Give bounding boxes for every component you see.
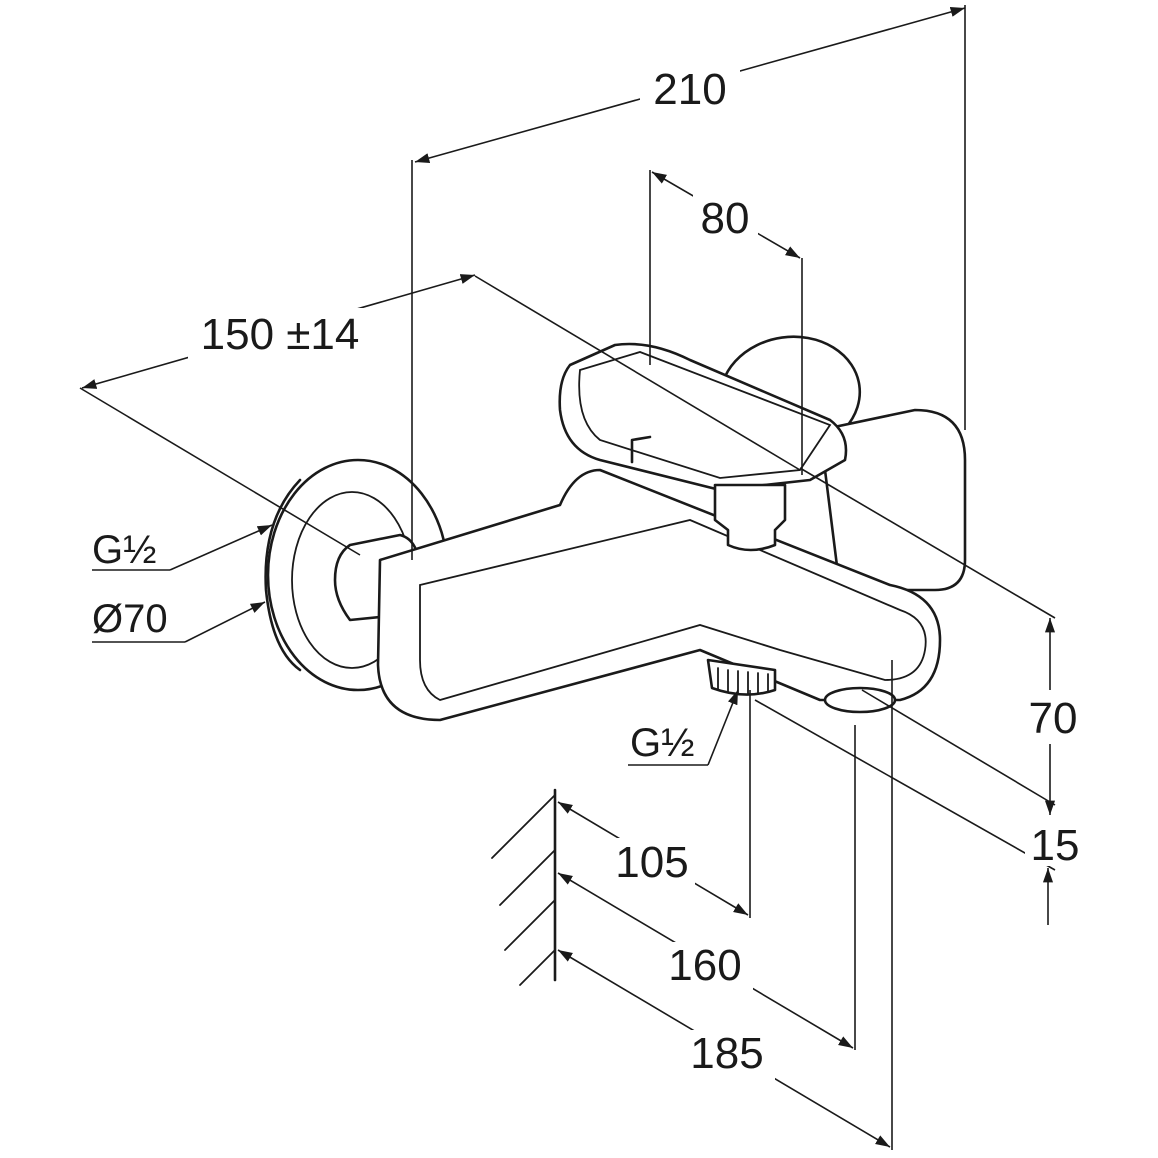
leader-inlet-thread [92, 524, 273, 571]
label-80: 80 [701, 194, 750, 243]
outlet-thread-lines [717, 667, 769, 695]
label-150: 150 ±14 [201, 310, 360, 359]
leader-rosette-diameter [92, 601, 266, 643]
dimension-160 [557, 725, 856, 1050]
faucet-body [264, 335, 967, 722]
label-160: 160 [668, 941, 741, 990]
left-rosette-rim [264, 478, 302, 672]
lever-slot [630, 435, 652, 464]
spout-outlet [823, 686, 897, 714]
main-body [376, 468, 942, 722]
dimension-70-15 [754, 467, 1056, 925]
lever-stem [713, 483, 787, 552]
label-outlet-thread: G½ [630, 721, 694, 765]
label-rosette-diameter: Ø70 [92, 597, 168, 641]
label-70: 70 [1029, 694, 1078, 743]
label-105: 105 [615, 838, 688, 887]
main-body-face [419, 519, 927, 701]
label-inlet-thread: G½ [92, 528, 156, 572]
label-210: 210 [653, 65, 726, 114]
label-15: 15 [1031, 821, 1080, 870]
leader-outlet-thread [628, 689, 739, 766]
right-housing [818, 408, 967, 592]
label-185: 185 [690, 1029, 763, 1078]
lever-top [578, 351, 832, 479]
wall-hatch [491, 788, 557, 986]
